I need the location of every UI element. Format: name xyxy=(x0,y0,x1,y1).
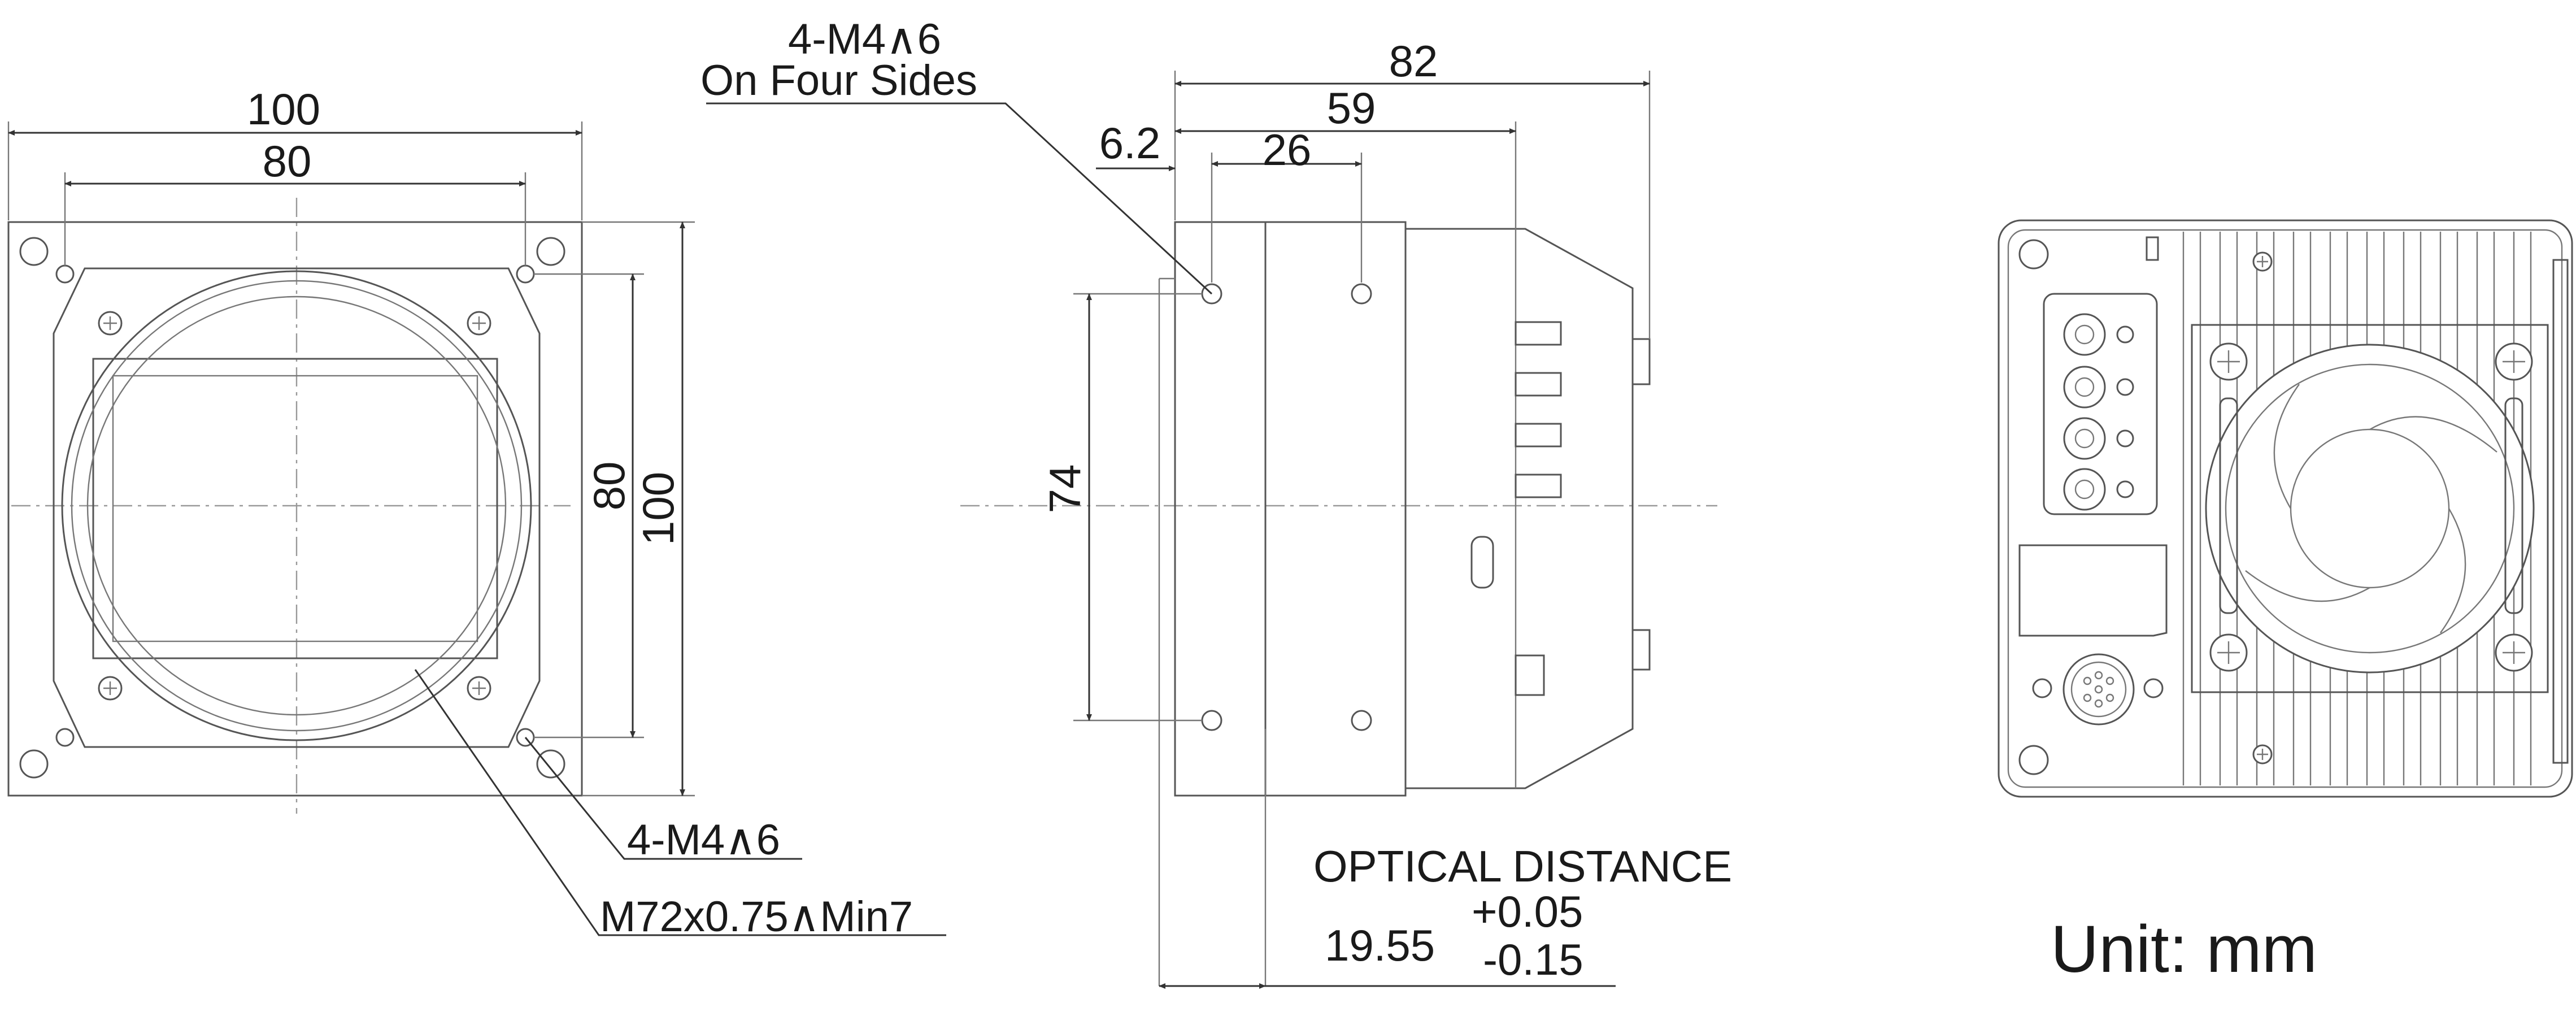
side-view: 82 59 26 6.2 74 4-M4∧6 On Four Sides OPT… xyxy=(700,15,1732,989)
side-rear-housing xyxy=(1404,228,1634,789)
dim-front-vertical-spacing: 80 xyxy=(584,462,634,511)
dim-total-length: 82 xyxy=(1389,36,1438,86)
side-connectors xyxy=(1470,321,1562,696)
rear-round-connector xyxy=(2032,653,2164,726)
rear-fan xyxy=(2191,324,2549,693)
dim-body-length: 59 xyxy=(1327,83,1376,133)
optical-tol-lower: -0.15 xyxy=(1483,935,1583,984)
rear-label-plate xyxy=(2018,544,2168,637)
front-corner-holes xyxy=(19,237,565,779)
callout-mount-holes: 4-M4∧6 xyxy=(627,816,780,864)
dim-front-height: 100 xyxy=(633,472,683,545)
leader-mount-holes xyxy=(524,737,802,860)
optical-distance-value: 19.55 xyxy=(1325,920,1435,970)
leader-side-holes xyxy=(706,102,1213,295)
sensor-window xyxy=(92,358,498,659)
side-holes xyxy=(1201,283,1372,731)
lens-mount-ring xyxy=(61,270,532,741)
front-screws xyxy=(98,311,491,701)
callout-lens-thread: M72x0.75∧Min7 xyxy=(600,893,913,941)
leader-lens-thread xyxy=(414,669,946,936)
callout-side-holes-1: 4-M4∧6 xyxy=(788,15,941,63)
rear-view xyxy=(1998,219,2573,798)
front-flange-plate xyxy=(53,267,541,748)
dim-front-hole-spacing: 80 xyxy=(263,136,312,186)
rear-body-outline xyxy=(1998,219,2573,798)
front-view: 100 80 80 100 4-M4∧6 M72x0.75∧Min7 xyxy=(7,84,946,941)
rear-connector-panel xyxy=(2043,293,2158,515)
callout-side-holes-2: On Four Sides xyxy=(700,57,977,105)
dim-front-width: 100 xyxy=(247,84,320,134)
front-body-outline xyxy=(7,221,583,797)
side-main-body xyxy=(1264,221,1407,797)
optical-distance-label: OPTICAL DISTANCE xyxy=(1313,841,1732,891)
side-flange xyxy=(1174,221,1267,797)
dim-hole-offset: 26 xyxy=(1263,125,1312,175)
dim-flange: 6.2 xyxy=(1099,118,1160,168)
unit-label: Unit: mm xyxy=(2051,912,2317,987)
dim-hole-vertical: 74 xyxy=(1040,464,1090,514)
optical-tol-upper: +0.05 xyxy=(1472,887,1583,936)
